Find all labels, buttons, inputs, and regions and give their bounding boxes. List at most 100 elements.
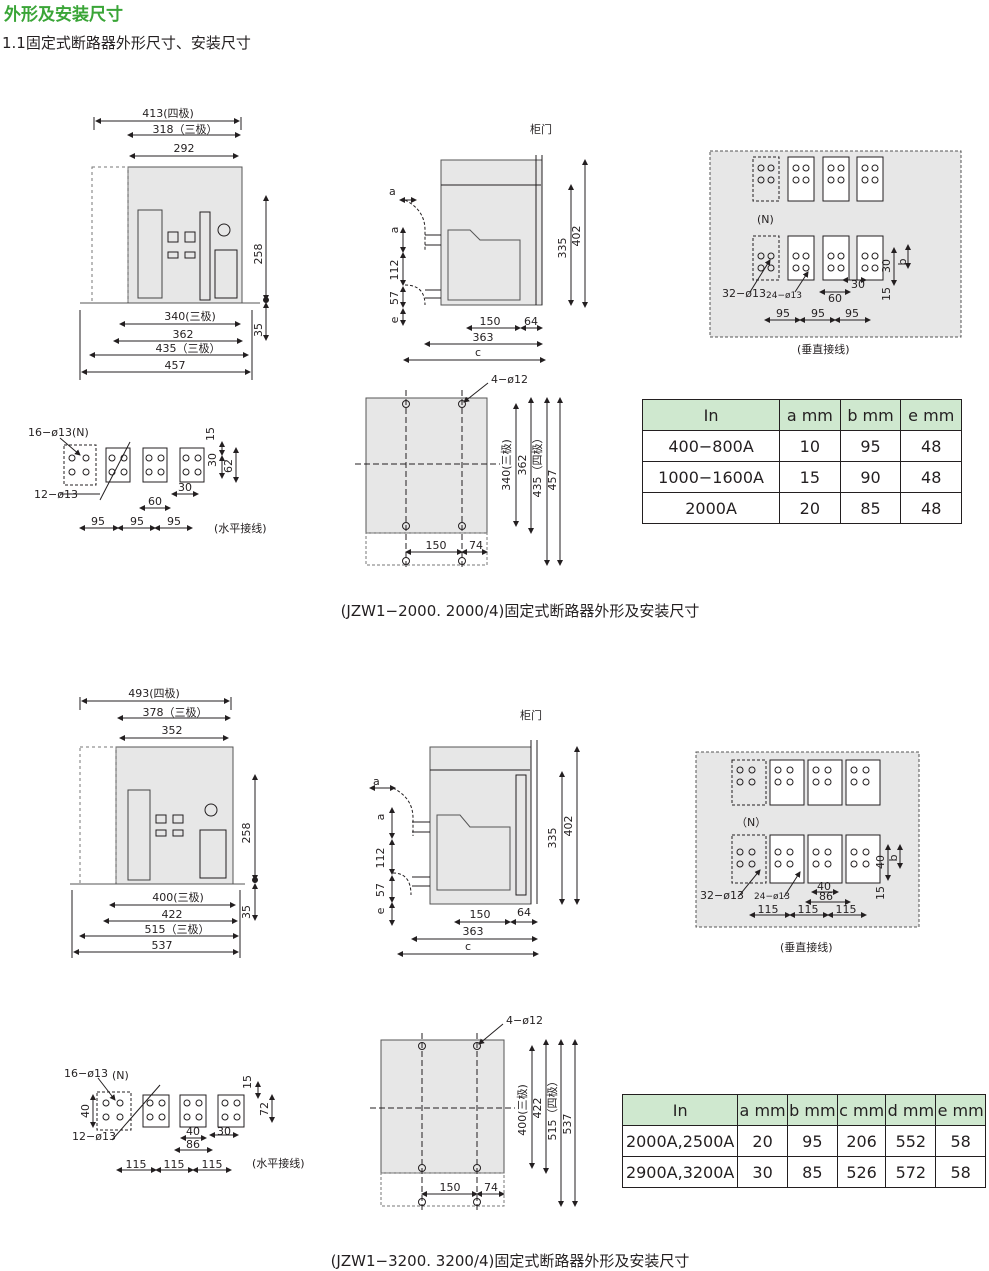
table-cell: 15 [779, 461, 841, 493]
dim-label: 362 [516, 455, 529, 476]
mounting-view-2 [370, 1023, 578, 1210]
dim-label: 95 [167, 515, 181, 528]
dim-label: 95 [130, 515, 144, 528]
dim-label: 258 [252, 244, 265, 265]
dim-label: 435（三极） [156, 341, 221, 355]
horizontal-terminals-1 [59, 437, 239, 531]
column-header: In [641, 399, 781, 431]
dim-label: c [475, 346, 481, 359]
dim-label: 95 [776, 307, 790, 320]
dim-label: 150 [440, 1181, 461, 1194]
dim-label: 378（三极） [143, 705, 208, 719]
table-cell: 90 [839, 461, 902, 493]
dim-label: 40 [186, 1125, 200, 1138]
dim-label: b [887, 854, 900, 861]
dim-label: 30 [217, 1125, 231, 1138]
dim-label: (N) [72, 426, 89, 439]
dim-label: 24−ø13 [754, 892, 790, 902]
dim-label: 32−ø13 [722, 287, 766, 300]
dim-label: （N） [736, 816, 766, 829]
dim-label: 150 [470, 908, 491, 921]
front-view-2-dim-labels: 493(四极) 378（三极） 352 258 400(三极) 422 515（… [128, 686, 253, 952]
vertical-terminals-1-labels: (N) 32−ø13 24−ø13 60 30 b 15 95 95 95 30… [722, 213, 909, 356]
dim-label: a [374, 814, 387, 821]
dim-label: 15 [241, 1075, 254, 1089]
dim-label: 537 [152, 939, 173, 952]
drawing-caption: (垂直接线) [780, 940, 833, 954]
side-view-2-labels: 柜门 a a 112 57 e 335 402 150 64 363 c [373, 708, 575, 953]
spec-table-1: In a mm b mm e mm 400−800A 10 95 48 1000… [641, 399, 962, 524]
table-row: 2000A,2500A 20 95 206 552 58 [621, 1125, 986, 1157]
section-title: 1.1固定式断路器外形尺寸、安装尺寸 [2, 34, 251, 52]
side-view-1-labels: 柜门 a a 112 57 e 335 402 150 64 363 c [388, 122, 583, 359]
dim-label: a [389, 185, 396, 198]
table-cell: 400−800A [641, 430, 781, 462]
dim-label: 422 [531, 1098, 544, 1119]
column-header: e mm [935, 1094, 986, 1126]
dim-label: 12−ø13 [72, 1130, 116, 1143]
dim-label: 40 [874, 855, 887, 869]
dim-label: 64 [517, 906, 531, 919]
dim-label: 363 [473, 331, 494, 344]
dim-label: 150 [480, 315, 501, 328]
dim-label: a [388, 227, 401, 234]
dim-label: (N) [112, 1069, 129, 1082]
table-cell: 20 [779, 492, 841, 524]
table-row: 2000A 20 85 48 [641, 492, 962, 524]
dim-label: 74 [484, 1181, 498, 1194]
dim-label: 400(三极) [152, 890, 204, 904]
dim-label: 57 [388, 291, 401, 305]
front-view-1-dim-labels: 413(四极) 318（三极） 292 258 340(三极) 362 435（… [142, 106, 265, 372]
dim-label: a [373, 775, 380, 788]
column-header: b mm [786, 1094, 838, 1126]
dim-label: 340(三极) [499, 439, 513, 491]
dim-label: 16−ø13 [64, 1067, 108, 1080]
table-cell: 572 [885, 1156, 937, 1188]
dim-label: 95 [811, 307, 825, 320]
mounting-view-1 [355, 382, 563, 570]
dim-label: e [374, 907, 387, 914]
dim-label: 457 [165, 359, 186, 372]
dim-label: 115 [126, 1158, 147, 1171]
dim-label: 15 [880, 287, 893, 301]
dim-label: 60 [828, 292, 842, 305]
dim-label: 16−ø13 [28, 426, 72, 439]
table-row: 400−800A 10 95 48 [641, 430, 962, 462]
column-header: d mm [885, 1094, 937, 1126]
dim-label: 57 [374, 883, 387, 897]
dim-label: 86 [186, 1138, 200, 1151]
dim-label: 30 [206, 453, 219, 467]
dim-label: 30 [880, 259, 893, 273]
dim-label: 64 [524, 315, 538, 328]
dim-label: 40 [817, 880, 831, 893]
figure-caption-2: (JZW1−3200. 3200/4)固定式断路器外形及安装尺寸 [330, 1252, 690, 1270]
dim-label: 60 [148, 495, 162, 508]
dim-label: 115 [758, 903, 779, 916]
dim-label: 402 [570, 226, 583, 247]
table-cell: 95 [786, 1125, 838, 1157]
horizontal-terminals-2 [90, 1077, 275, 1173]
dim-label: 35 [252, 323, 265, 337]
dim-label: 95 [91, 515, 105, 528]
dim-label: 352 [162, 724, 183, 737]
table-cell: 206 [836, 1125, 887, 1157]
dim-label: 402 [562, 816, 575, 837]
column-header: a mm [779, 399, 841, 431]
table-cell: 58 [935, 1125, 986, 1157]
front-view-1 [79, 117, 269, 380]
dim-label: 363 [463, 925, 484, 938]
dim-label: 292 [174, 142, 195, 155]
dim-label: b [896, 258, 909, 265]
column-header: c mm [836, 1094, 887, 1126]
dim-label: 335 [546, 828, 559, 849]
table-header-row: In a mm b mm e mm [641, 399, 962, 431]
side-view-2 [369, 740, 580, 957]
vertical-terminals-1 [709, 150, 962, 338]
dim-label: 112 [388, 260, 401, 281]
cabinet-door-label: 柜门 [530, 122, 552, 136]
mounting-view-1-labels: 4−ø12 340(三极) 362 435（四极） 457 150 74 [426, 373, 560, 552]
table-cell: 85 [786, 1156, 838, 1188]
table-row: 1000−1600A 15 90 48 [641, 461, 962, 493]
dim-label: 12−ø13 [34, 488, 78, 501]
